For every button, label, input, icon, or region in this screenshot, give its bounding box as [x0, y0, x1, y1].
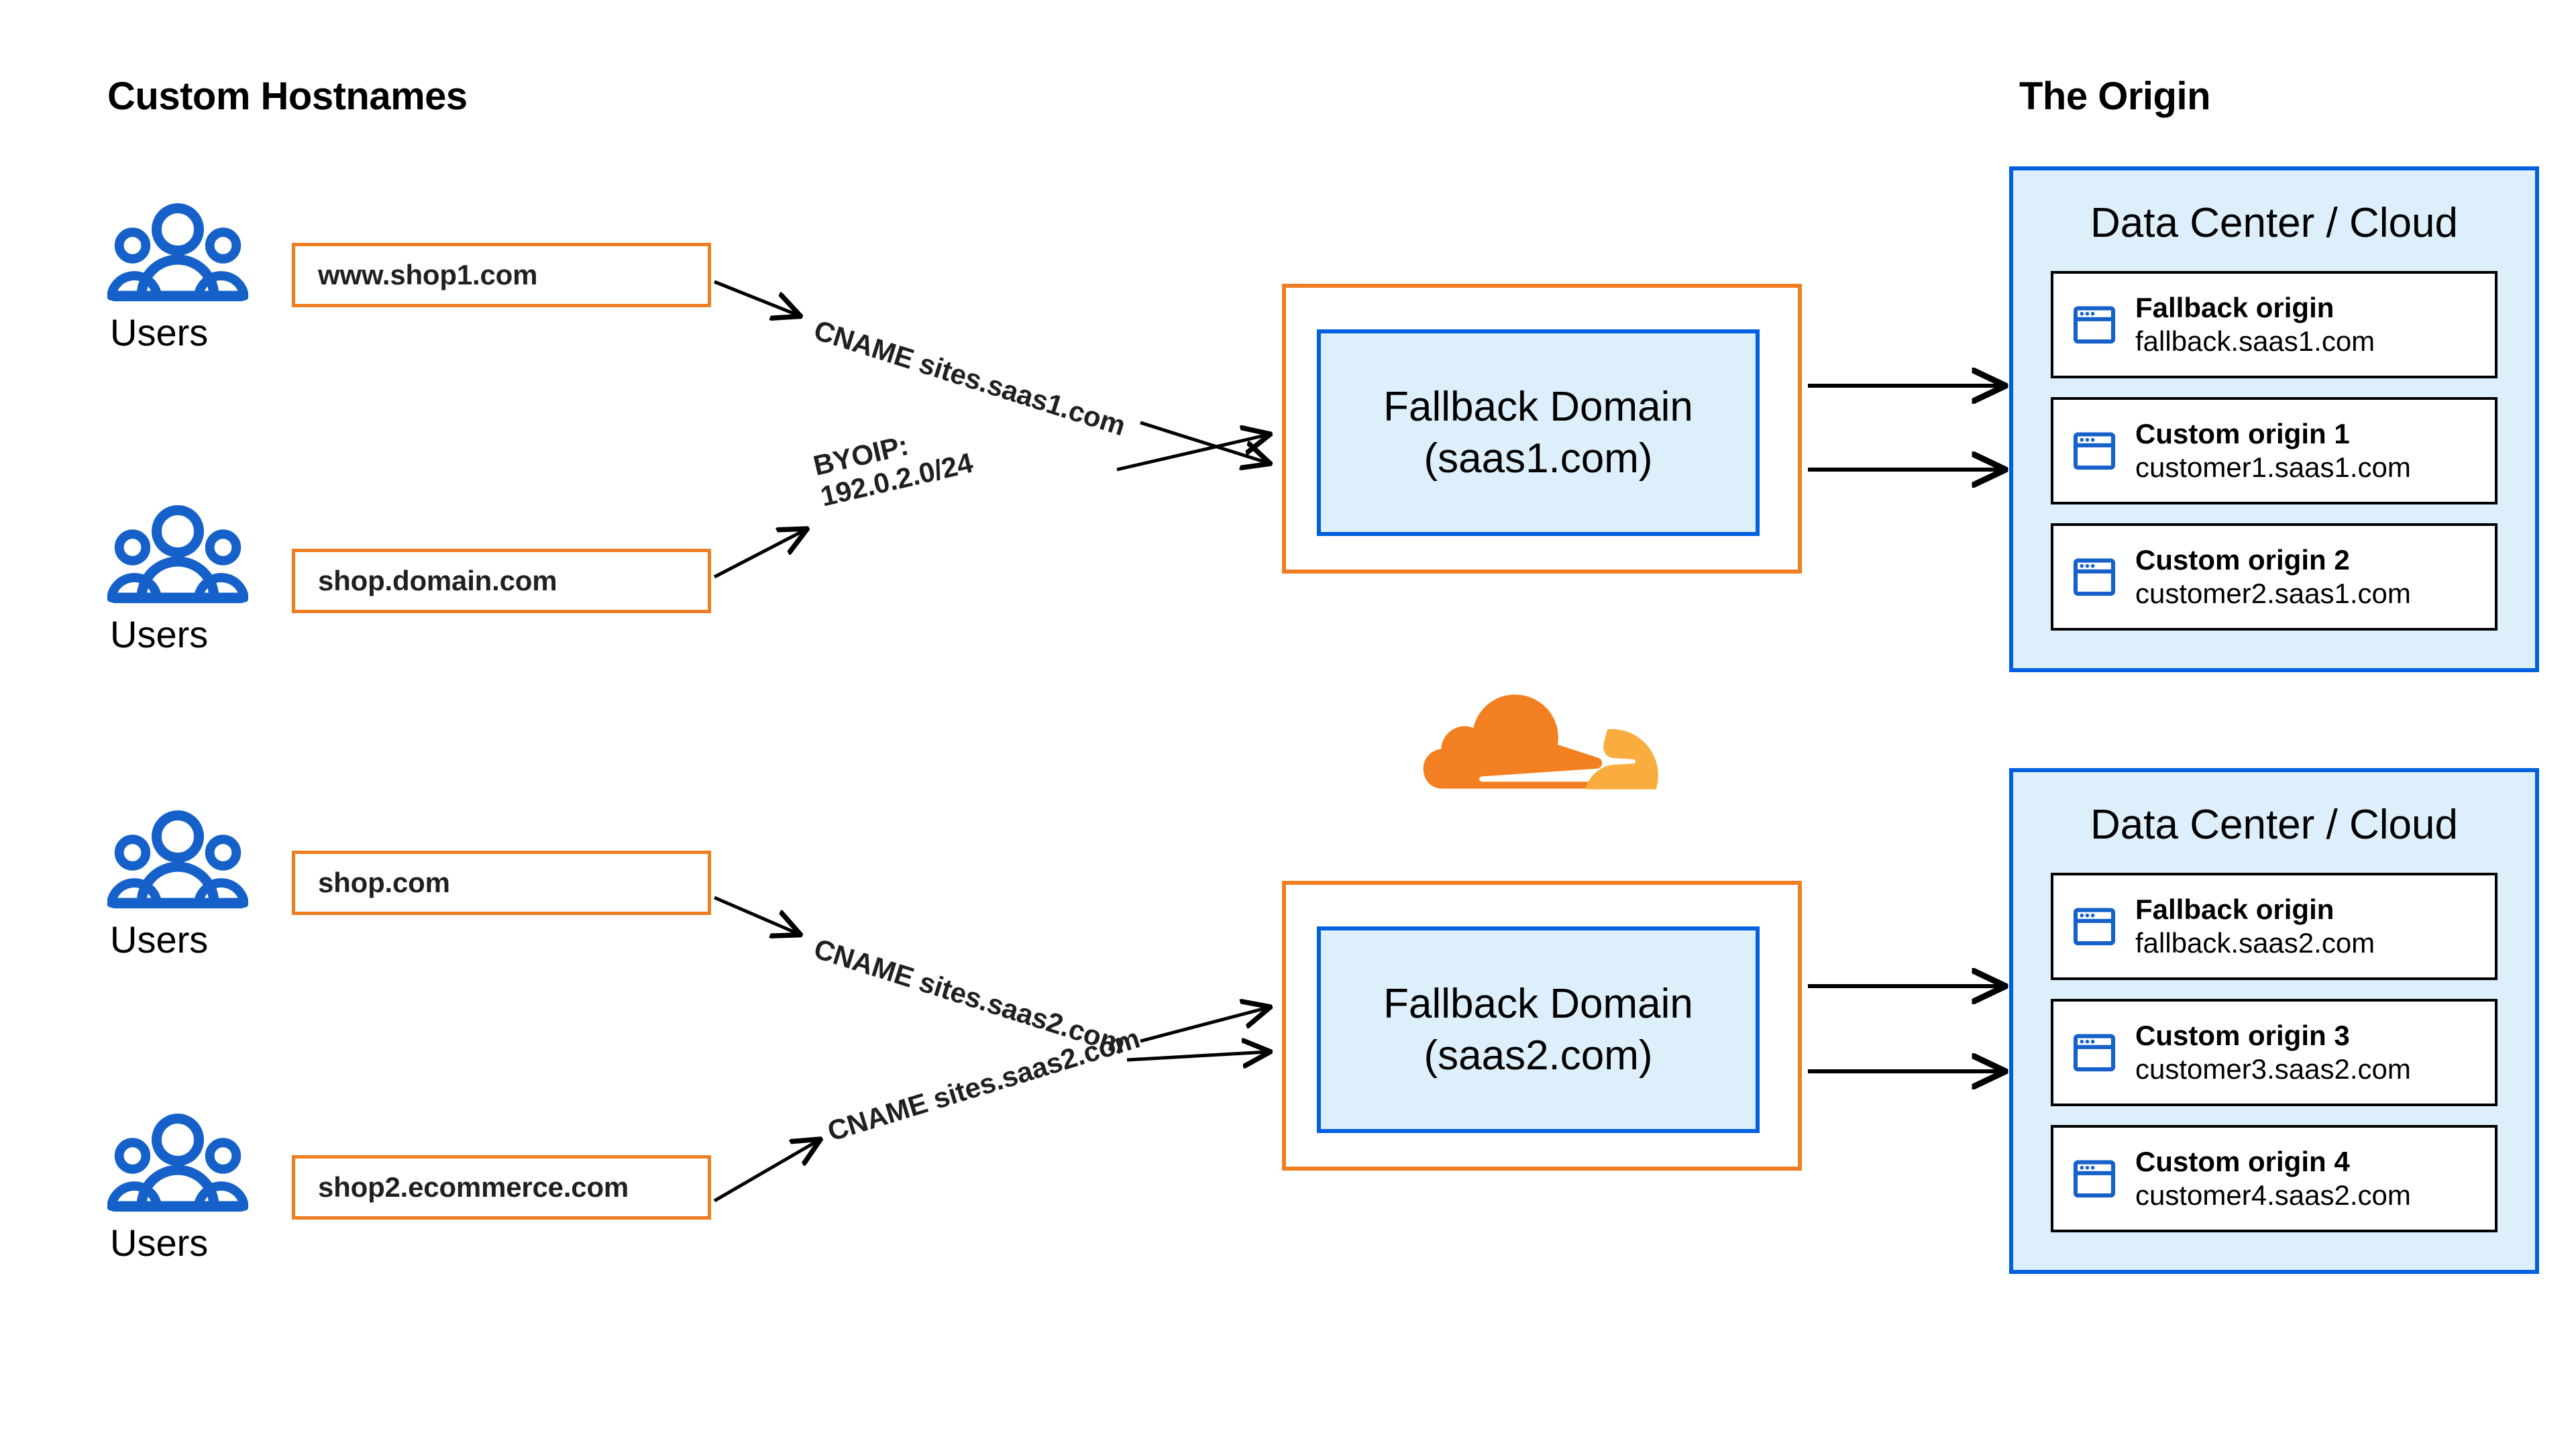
arrow-hostname4-to-fallback2-seg2 [1126, 1052, 1268, 1060]
arrow-hostname2-to-fallback1-seg2 [1116, 435, 1268, 472]
fallback-domain-inner: Fallback Domain (saas1.com) [1317, 329, 1760, 536]
users-icon [107, 505, 248, 604]
users-group-1: Users [107, 201, 329, 352]
users-label: Users [110, 1222, 209, 1264]
origin-host: customer4.saas2.com [2135, 1179, 2411, 1211]
arrow-hostname2-to-fallback1-seg1 [713, 530, 805, 579]
fallback-domain-box-1[interactable]: Fallback Domain (saas1.com) [1282, 284, 1802, 574]
arrow-hostname3-to-fallback2-seg1 [714, 896, 798, 934]
origin-text: Fallback origin fallback.saas1.com [2135, 291, 2375, 358]
custom-hostname-value: shop.com [318, 867, 450, 898]
connection-label-1: CNAME sites.saas1.com [810, 314, 1130, 442]
origin-host: customer1.saas1.com [2135, 451, 2411, 483]
origin-host: customer2.saas1.com [2135, 578, 2411, 609]
section-title-custom-hostnames: Custom Hostnames [107, 74, 468, 118]
origin-name: Fallback origin [2135, 292, 2334, 324]
origin-host: fallback.saas1.com [2135, 325, 2375, 357]
origin-name: Fallback origin [2135, 894, 2334, 926]
fallback-domain-title: Fallback Domain [1383, 383, 1693, 430]
origin-text: Custom origin 3 customer3.saas2.com [2135, 1019, 2411, 1085]
origin-host: customer3.saas2.com [2135, 1053, 2411, 1085]
custom-hostname-box-1[interactable]: www.shop1.com [292, 243, 711, 307]
custom-hostname-box-4[interactable]: shop2.ecommerce.com [292, 1155, 711, 1220]
browser-window-icon [2073, 558, 2116, 596]
browser-window-icon [2073, 908, 2116, 946]
section-title-the-origin: The Origin [2019, 74, 2211, 118]
origin-name: Custom origin 3 [2135, 1020, 2350, 1052]
custom-hostname-value: shop.domain.com [318, 565, 557, 596]
browser-window-icon [2073, 1160, 2116, 1198]
custom-hostname-value: shop2.ecommerce.com [318, 1171, 629, 1203]
fallback-domain-inner: Fallback Domain (saas2.com) [1317, 926, 1760, 1133]
browser-window-icon [2073, 306, 2116, 344]
browser-window-icon [2073, 1034, 2116, 1072]
users-group-2: Users [107, 503, 329, 653]
users-icon [107, 810, 248, 909]
fallback-domain-host: (saas2.com) [1424, 1032, 1653, 1079]
fallback-domain-box-2[interactable]: Fallback Domain (saas2.com) [1282, 881, 1802, 1171]
data-center-panel-2: Data Center / Cloud Fallback origin fall… [2009, 768, 2539, 1274]
origin-card[interactable]: Fallback origin fallback.saas2.com [2051, 873, 2498, 980]
cloudflare-logo [1423, 694, 1658, 790]
arrow-hostname4-to-fallback2-seg1 [713, 1140, 818, 1203]
connection-label-2: BYOIP: 192.0.2.0/24 [810, 429, 976, 513]
users-icon [107, 1114, 248, 1212]
users-icon [107, 203, 248, 302]
arrow-hostname3-to-fallback2-seg2 [1140, 1008, 1268, 1043]
custom-hostname-box-3[interactable]: shop.com [292, 851, 711, 915]
origin-card[interactable]: Custom origin 2 customer2.saas1.com [2051, 523, 2498, 631]
origin-name: Custom origin 4 [2135, 1146, 2350, 1178]
users-label: Users [110, 918, 209, 961]
data-center-title: Data Center / Cloud [2090, 802, 2458, 848]
custom-hostname-value: www.shop1.com [318, 259, 538, 290]
origin-text: Custom origin 2 customer2.saas1.com [2135, 543, 2411, 610]
users-group-3: Users [107, 808, 329, 959]
users-group-4: Users [107, 1112, 329, 1262]
origin-host: fallback.saas2.com [2135, 927, 2375, 959]
origin-card[interactable]: Fallback origin fallback.saas1.com [2051, 271, 2498, 378]
arrow-hostname1-to-fallback1-seg2 [1140, 421, 1268, 463]
origin-card[interactable]: Custom origin 1 customer1.saas1.com [2051, 397, 2498, 504]
origin-text: Custom origin 1 customer1.saas1.com [2135, 417, 2411, 484]
users-label: Users [110, 613, 209, 655]
data-center-panel-1: Data Center / Cloud Fallback origin fall… [2009, 166, 2539, 672]
custom-hostname-box-2[interactable]: shop.domain.com [292, 549, 711, 613]
origin-name: Custom origin 1 [2135, 418, 2350, 450]
arrow-hostname1-to-fallback1-seg1 [714, 280, 798, 315]
fallback-domain-host: (saas1.com) [1424, 435, 1653, 482]
browser-window-icon [2073, 432, 2116, 470]
connection-label-4: CNAME sites.saas2.com [824, 1022, 1144, 1147]
origin-card[interactable]: Custom origin 3 customer3.saas2.com [2051, 999, 2498, 1106]
origin-text: Fallback origin fallback.saas2.com [2135, 893, 2375, 959]
users-label: Users [110, 311, 209, 354]
origin-card[interactable]: Custom origin 4 customer4.saas2.com [2051, 1125, 2498, 1232]
data-center-title: Data Center / Cloud [2090, 200, 2458, 246]
origin-name: Custom origin 2 [2135, 544, 2350, 576]
fallback-domain-title: Fallback Domain [1383, 980, 1693, 1027]
origin-text: Custom origin 4 customer4.saas2.com [2135, 1145, 2411, 1212]
